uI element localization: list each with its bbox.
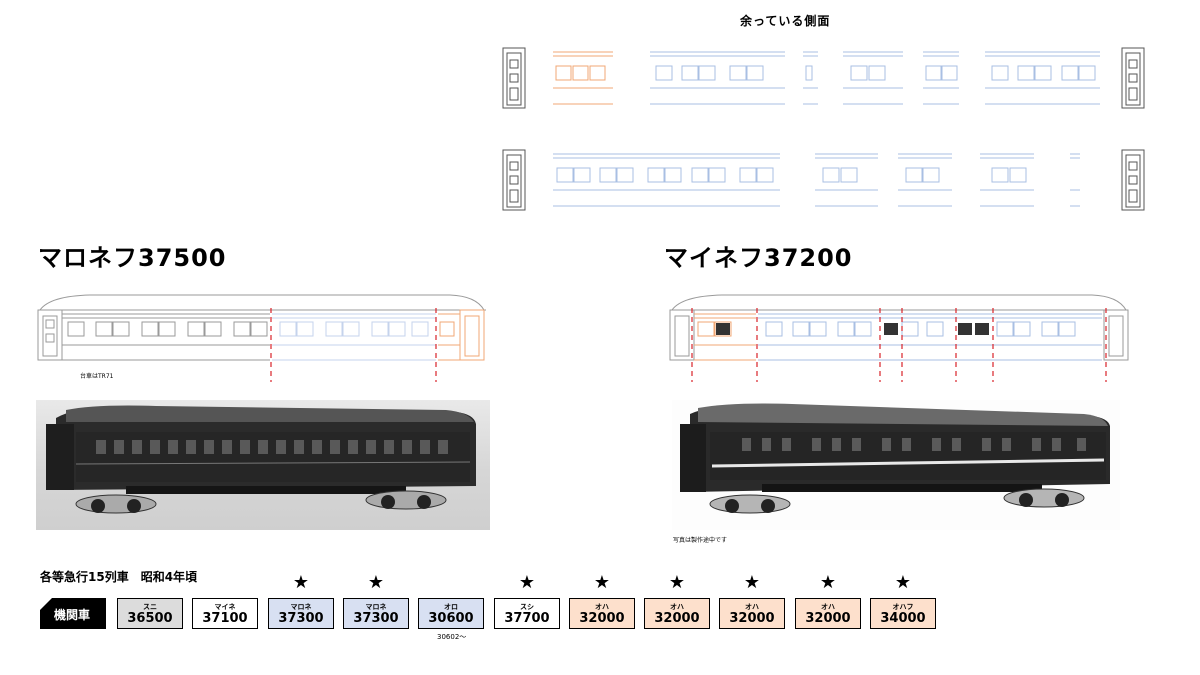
car-number: 37300 [353,611,399,626]
car-type: オハ [595,603,609,611]
star-icon: ★ [894,572,912,593]
train-label: 各等急行15列車 昭和4年頃 [40,570,198,584]
right-model-photo [672,400,1120,530]
car-number: 32000 [805,611,851,626]
right-model-side-drawing [669,294,1129,382]
side-panel-blue-row1d [923,51,959,105]
star-icon: ★ [367,572,385,593]
car-type: オハ [670,603,684,611]
car-number: 32000 [579,611,625,626]
star-icon: ★ [593,572,611,593]
side-panel-blue-row2e [1070,153,1080,207]
mesh-window-1 [716,323,730,335]
car-number: 37700 [504,611,550,626]
car-number: 37300 [278,611,324,626]
car-number: 34000 [880,611,926,626]
car-number: 36500 [127,611,173,626]
car-number: 30600 [428,611,474,626]
side-panel-blue-row1e [985,51,1100,105]
end-panel-right-row2 [1121,149,1145,211]
car-type: スシ [520,603,534,611]
mesh-window-4 [975,323,989,335]
car-sub-note: 30602〜 [437,633,467,641]
side-panel-blue-row1c [843,51,903,105]
car-type: オハフ [892,603,914,611]
page-title: 余っている側面 [740,14,831,28]
left-model-photo [36,400,490,530]
star-icon: ★ [518,572,536,593]
side-panel-blue-row2c [898,153,952,207]
model-title-left: マロネフ37500 [38,244,227,272]
end-panel-right-row1 [1121,47,1145,109]
side-panel-blue-row2a [553,153,780,207]
side-panel-blue-row2d [980,153,1034,207]
car-number: 37100 [202,611,248,626]
star-icon: ★ [819,572,837,593]
car-type: マロネ [365,603,387,611]
side-panel-blue-row2b [815,153,878,207]
leftover-sides-diagram [502,47,1145,211]
end-panel-left-row2 [502,149,526,211]
right-model-note: 写真は製作途中です [673,537,728,544]
car-number: 32000 [729,611,775,626]
model-title-right: マイネフ37200 [664,244,853,272]
locomotive-label: 機関車 [54,608,91,622]
car-type: マイネ [214,603,236,611]
car-type: オハ [821,603,835,611]
side-panel-blue-row1a [650,51,785,105]
mesh-window-3 [958,323,972,335]
end-panel-left-row1 [502,47,526,109]
side-panel-blue-row1b [803,51,818,105]
car-number: 32000 [654,611,700,626]
star-icon: ★ [743,572,761,593]
star-icon: ★ [292,572,310,593]
car-type: オロ [444,603,458,611]
locomotive-block: 機関車 [40,598,106,629]
car-type: オハ [745,603,759,611]
side-panel-orange-row1 [553,51,613,105]
car-type: マロネ [290,603,312,611]
left-model-side-drawing [37,294,486,382]
mesh-window-2 [884,323,898,335]
car-type: スニ [143,603,157,611]
star-icon: ★ [668,572,686,593]
left-model-note: 台車はTR71 [80,373,114,380]
